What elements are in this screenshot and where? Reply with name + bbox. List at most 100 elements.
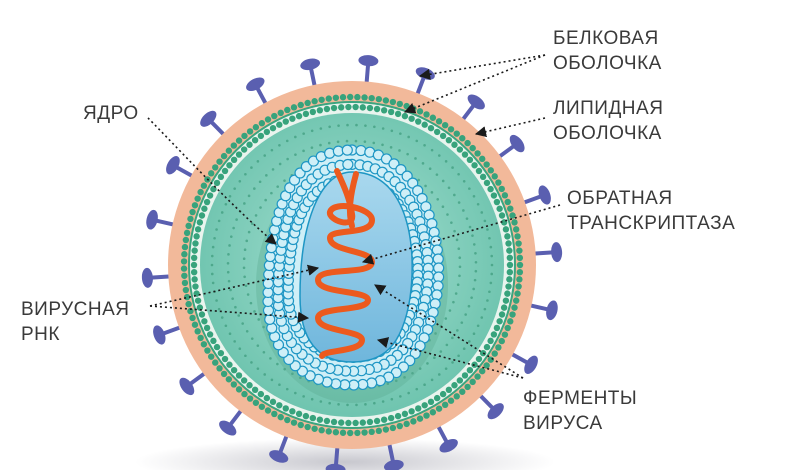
lipid-head: [401, 410, 409, 418]
lipid-head: [318, 427, 325, 434]
lipid-head: [453, 393, 460, 400]
lipid-head: [339, 429, 347, 436]
lipid-head: [354, 93, 361, 101]
matrix-dot: [228, 194, 232, 198]
lipid-head: [284, 416, 291, 424]
lipid-head: [212, 359, 219, 366]
matrix-dot: [250, 222, 254, 225]
lipid-head: [483, 161, 490, 168]
matrix-dot: [490, 263, 494, 267]
lipid-head: [368, 94, 375, 102]
matrix-dot: [238, 347, 242, 351]
lipid-head: [387, 108, 395, 116]
lipid-head: [221, 167, 229, 175]
lipid-head: [352, 103, 359, 111]
lipid-head: [504, 324, 511, 332]
label-protein-shell-line-2: ОБОЛОЧКА: [553, 53, 662, 74]
matrix-dot: [249, 301, 253, 305]
spike-head: [200, 110, 217, 127]
lipid-head: [512, 297, 520, 304]
lipid-head: [469, 144, 476, 152]
matrix-dot: [472, 243, 476, 246]
lipid-head: [498, 212, 506, 219]
lipid-head: [479, 367, 486, 375]
lipid-head: [509, 212, 516, 219]
matrix-dot: [328, 125, 331, 129]
matrix-dot: [458, 265, 462, 269]
matrix-dot: [346, 123, 349, 127]
matrix-dot: [299, 376, 302, 380]
matrix-dot: [215, 228, 218, 231]
lipid-head: [325, 95, 332, 102]
lipid-head: [271, 112, 278, 120]
matrix-dot: [294, 153, 297, 156]
lipid-head: [284, 106, 291, 114]
matrix-dot: [291, 372, 294, 376]
lipid-head: [181, 251, 188, 258]
lipid-head: [330, 418, 338, 426]
spike-head: [325, 463, 346, 470]
lipid-head: [194, 226, 202, 233]
lipid-head: [230, 142, 238, 149]
lipid-head: [282, 405, 289, 412]
matrix-dot: [217, 219, 221, 223]
lipid-head: [290, 104, 298, 111]
lipid-head: [252, 399, 260, 406]
matrix-dot: [415, 139, 419, 143]
lipid-head: [423, 412, 430, 419]
matrix-dot: [468, 225, 472, 229]
pointer-enzymes-1: [374, 284, 524, 379]
spike-head: [141, 267, 153, 288]
spike-head: [269, 450, 289, 463]
lipid-head: [282, 118, 289, 125]
matrix-dot: [243, 202, 246, 205]
lipid-head: [387, 414, 395, 422]
lipid-head: [230, 381, 238, 388]
matrix-dot: [468, 187, 471, 190]
matrix-dot: [465, 217, 469, 220]
matrix-dot: [278, 383, 281, 387]
matrix-dot: [462, 179, 466, 183]
label-lipid-shell: ЛИПИДНАЯ ОБОЛОЧКА: [553, 96, 663, 146]
matrix-dot: [243, 248, 247, 252]
lipid-head: [435, 118, 443, 125]
matrix-dot: [457, 354, 460, 358]
matrix-dot: [386, 382, 390, 386]
lipid-head: [416, 108, 424, 115]
lipid-head: [190, 254, 198, 262]
matrix-dot: [319, 143, 322, 147]
matrix-dot: [233, 340, 236, 343]
matrix-dot: [264, 198, 267, 202]
matrix-dot: [470, 296, 473, 299]
matrix-dot: [451, 166, 454, 169]
matrix-dot: [227, 279, 231, 283]
matrix-dot: [270, 148, 274, 152]
lipid-head: [459, 135, 466, 142]
lipid-head: [189, 314, 196, 322]
matrix-dot: [424, 184, 427, 188]
lipid-head: [475, 355, 483, 363]
lipid-head: [423, 111, 430, 118]
matrix-dot: [210, 254, 214, 258]
matrix-dot: [302, 132, 305, 135]
lipid-head: [289, 115, 296, 122]
matrix-dot: [472, 287, 475, 291]
matrix-dot: [211, 245, 215, 249]
spike-head: [509, 134, 525, 153]
matrix-dot: [467, 304, 471, 308]
matrix-dot: [430, 148, 434, 152]
matrix-dot: [464, 313, 467, 316]
matrix-dot: [476, 324, 480, 328]
lipid-head: [507, 205, 514, 212]
lipid-head: [490, 192, 498, 199]
lipid-head: [323, 417, 331, 425]
lipid-head: [382, 426, 390, 433]
matrix-dot: [271, 168, 275, 171]
lipid-head: [359, 104, 366, 111]
matrix-dot: [224, 202, 228, 206]
lipid-head: [464, 139, 471, 147]
lipid-head: [421, 121, 428, 128]
lipid-head: [197, 334, 204, 342]
matrix-dot: [437, 373, 441, 376]
lipid-head: [180, 258, 188, 265]
